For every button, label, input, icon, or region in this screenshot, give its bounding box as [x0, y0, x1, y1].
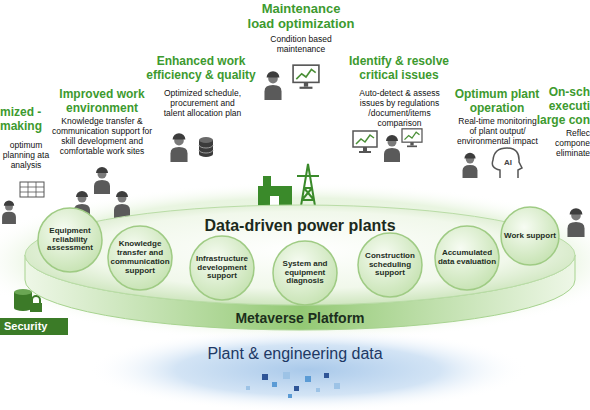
lock-body	[30, 303, 42, 312]
security-box: Security	[0, 318, 68, 335]
benefit-heading: Identify & resolve critical issues	[343, 55, 455, 83]
function-label: Work support	[500, 232, 560, 241]
platform-surface	[25, 205, 575, 305]
data-pixel	[246, 386, 250, 390]
outer-halo	[0, 182, 590, 342]
platform-disk: Data-driven power plantsMetaverse Platfo…	[25, 205, 575, 332]
platform-title: Data-driven power plants	[25, 216, 575, 235]
function-circle-shape	[435, 226, 499, 290]
function-label: Construction scheduling support	[360, 252, 420, 279]
benefit-description: Real-time monitoring of plant output/ en…	[455, 116, 540, 146]
data-pixel	[272, 382, 277, 387]
benefit-description: Knowledge transfer & communication suppo…	[50, 116, 154, 156]
function-circle: Equipment reliability assessment	[37, 207, 103, 273]
function-label: Equipment reliability assessment	[40, 227, 100, 254]
function-circle-shape	[38, 208, 102, 272]
benefit-description: Optimized schedule, procurement and tale…	[160, 88, 245, 118]
benefit-heading: mized -making	[0, 106, 48, 134]
benefit-heading: Enhanced work efficiency & quality	[140, 55, 262, 83]
data-pixel	[316, 388, 320, 392]
benefit-description: Reflec compone eliminate	[538, 128, 590, 158]
function-label: Accumulated data evaluation	[437, 249, 497, 267]
function-circle-shape	[190, 236, 254, 300]
function-circle-shape	[108, 226, 172, 290]
function-circle: Knowledge transfer and communication sup…	[107, 225, 173, 291]
function-label: System and equipment diagnosis	[275, 260, 335, 287]
security-label: Security	[0, 318, 68, 334]
worker-icon	[2, 201, 16, 224]
data-pixel	[288, 394, 292, 398]
lock-shackle	[32, 296, 40, 303]
worker-icon	[94, 167, 110, 194]
benefit-description: optimum planning ata analysis	[0, 140, 52, 170]
data-pixel	[334, 383, 340, 389]
data-pixel	[262, 374, 268, 380]
worker-icon	[114, 191, 130, 218]
benefit-heading: On-sch executi large con	[528, 86, 590, 127]
data-pixel	[324, 373, 329, 378]
data-glow	[88, 328, 528, 410]
function-circle-shape	[273, 241, 337, 305]
ai-head-icon	[492, 148, 522, 178]
function-circle-shape	[358, 233, 422, 297]
function-label: Knowledge transfer and communication sup…	[110, 240, 170, 276]
worker-icon	[384, 135, 400, 162]
function-circle: Work support	[500, 206, 560, 266]
benefit-heading: Maintenance load optimization	[247, 2, 355, 32]
benefit-heading: Optimum plant operation	[447, 88, 547, 116]
function-circle: Infrastructure development support	[189, 235, 255, 301]
worker-icon	[567, 208, 584, 237]
monitor-icon	[402, 129, 422, 147]
function-circle: Accumulated data evaluation	[434, 225, 500, 291]
table-grid	[20, 182, 44, 197]
function-label: Infrastructure development support	[192, 255, 252, 282]
benefit-heading: Improved work environment	[50, 88, 154, 116]
benefit-description: Condition based maintenance	[255, 34, 347, 54]
data-pixels	[246, 372, 340, 398]
table-icon	[20, 182, 44, 197]
left-icons	[2, 182, 44, 224]
worker-icon	[463, 153, 478, 178]
function-circle-shape	[501, 207, 559, 265]
monitor-icon	[353, 131, 377, 153]
data-layer-label: Plant & engineering data	[150, 344, 440, 363]
ai-icon-label: AI	[499, 158, 517, 168]
platform-name: Metaverse Platform	[25, 310, 575, 327]
function-circle: Construction scheduling support	[357, 232, 423, 298]
plant-chimney	[263, 176, 271, 188]
worker-icon	[170, 133, 187, 162]
monitor-icon	[293, 65, 319, 89]
data-pixel	[305, 376, 311, 382]
benefit-description: Auto-detect & assess issues by regulatio…	[352, 88, 447, 128]
data-pixel	[294, 386, 299, 391]
security-database-top	[14, 289, 32, 295]
data-pixel	[283, 372, 290, 379]
worker-icon	[264, 71, 281, 100]
database-icon	[199, 137, 213, 157]
function-circle: System and equipment diagnosis	[272, 240, 338, 306]
